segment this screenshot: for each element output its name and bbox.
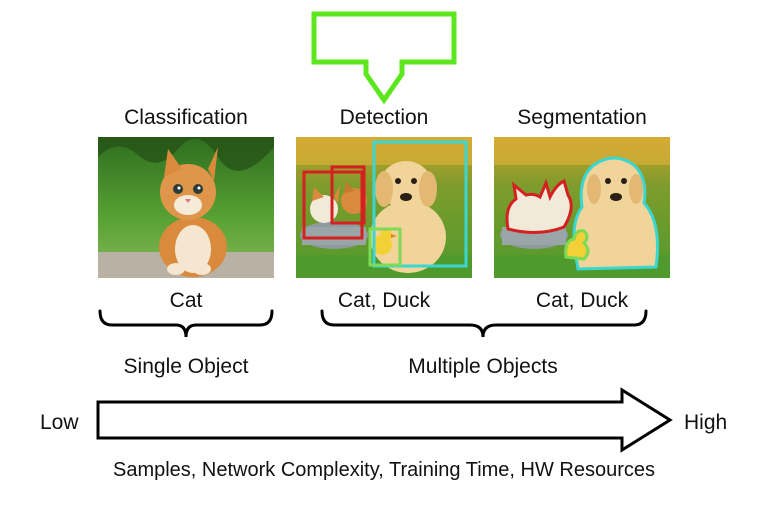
single-object-label: Single Object bbox=[123, 355, 249, 378]
high-label: High bbox=[684, 411, 728, 434]
detection-output: Cat, Duck bbox=[337, 289, 431, 312]
cat-and-dog-segmentation-photo-icon bbox=[494, 137, 670, 278]
callout-label: Corner Fill bbox=[332, 24, 434, 49]
cat-and-dog-detection-photo-icon bbox=[296, 137, 472, 278]
detection-image bbox=[296, 137, 472, 278]
classification-output: Cat bbox=[169, 289, 203, 312]
multiple-objects-brace bbox=[320, 309, 648, 338]
low-label: Low bbox=[40, 411, 79, 434]
scale-caption: Samples, Network Complexity, Training Ti… bbox=[112, 459, 656, 481]
cat-photo-icon bbox=[98, 137, 274, 278]
segmentation-image bbox=[494, 137, 670, 278]
segmentation-output: Cat, Duck bbox=[535, 289, 629, 312]
right-arrow-icon bbox=[96, 387, 673, 453]
single-object-brace bbox=[98, 309, 274, 338]
detection-title: Detection bbox=[339, 106, 429, 129]
segmentation-title: Segmentation bbox=[517, 106, 647, 129]
multiple-objects-label: Multiple Objects bbox=[408, 355, 558, 378]
classification-title: Classification bbox=[124, 106, 248, 129]
classification-image bbox=[98, 137, 274, 278]
